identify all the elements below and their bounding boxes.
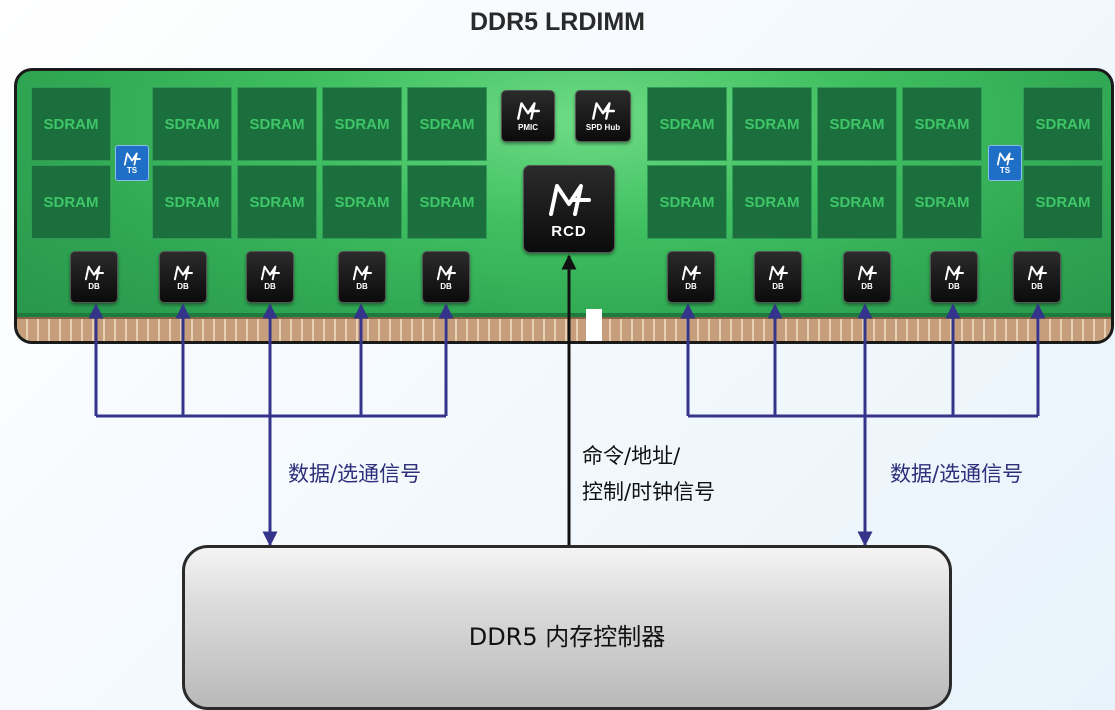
montage-logo-icon	[944, 265, 964, 280]
diagram-title: DDR5 LRDIMM	[470, 8, 645, 36]
db-label: DB	[861, 281, 873, 291]
pcb-stripe	[17, 313, 1111, 319]
db-label: DB	[177, 281, 189, 291]
sdram-chip: SDRAM	[817, 165, 897, 239]
montage-logo-icon	[857, 265, 877, 280]
sdram-chip: SDRAM	[322, 165, 402, 239]
db-chip: DB	[338, 251, 386, 303]
db-chip: DB	[70, 251, 118, 303]
ts-label: TS	[126, 166, 138, 175]
montage-logo-icon	[996, 152, 1014, 166]
montage-logo-icon	[768, 265, 788, 280]
data-strobe-label-right: 数据/选通信号	[890, 462, 1024, 486]
db-label: DB	[1031, 281, 1043, 291]
db-label: DB	[88, 281, 100, 291]
db-label: DB	[440, 281, 452, 291]
montage-logo-icon	[173, 265, 193, 280]
montage-logo-icon	[260, 265, 280, 280]
montage-logo-icon	[352, 265, 372, 280]
montage-logo-icon	[436, 265, 456, 280]
montage-logo-icon	[1027, 265, 1047, 280]
data-bus-right	[680, 303, 1046, 547]
sdram-chip: SDRAM	[817, 87, 897, 161]
montage-logo-icon	[549, 183, 591, 216]
spd-hub-label: SPD Hub	[585, 123, 621, 132]
module-notch	[586, 309, 602, 341]
db-label: DB	[948, 281, 960, 291]
db-chip: DB	[843, 251, 891, 303]
sdram-chip: SDRAM	[647, 87, 727, 161]
db-label: DB	[356, 281, 368, 291]
rcd-label: RCD	[551, 222, 587, 240]
db-chip: DB	[667, 251, 715, 303]
ts-chip: TS	[115, 145, 149, 181]
cmd-label-line2: 控制/时钟信号	[582, 480, 716, 504]
ts-label: TS	[999, 166, 1011, 175]
sdram-chip: SDRAM	[31, 165, 111, 239]
lrdimm-module: SDRAM SDRAM SDRAM SDRAM SDRAM SDRAM SDRA…	[14, 68, 1114, 344]
spd-hub-chip: SPD Hub	[575, 90, 631, 142]
db-chip: DB	[1013, 251, 1061, 303]
db-label: DB	[264, 281, 276, 291]
sdram-chip: SDRAM	[1023, 87, 1103, 161]
montage-logo-icon	[681, 265, 701, 280]
db-label: DB	[685, 281, 697, 291]
sdram-chip: SDRAM	[1023, 165, 1103, 239]
controller-label: DDR5 内存控制器	[468, 623, 666, 651]
db-chip: DB	[422, 251, 470, 303]
sdram-chip: SDRAM	[237, 87, 317, 161]
sdram-chip: SDRAM	[322, 87, 402, 161]
sdram-chip: SDRAM	[152, 165, 232, 239]
sdram-chip: SDRAM	[407, 165, 487, 239]
cmd-label-line1: 命令/地址/	[582, 444, 681, 468]
data-strobe-label-left: 数据/选通信号	[288, 462, 422, 486]
sdram-chip: SDRAM	[31, 87, 111, 161]
sdram-chip: SDRAM	[152, 87, 232, 161]
gold-fingers	[17, 317, 1111, 341]
data-bus-left	[88, 303, 454, 547]
sdram-chip: SDRAM	[647, 165, 727, 239]
montage-logo-icon	[84, 265, 104, 280]
db-chip: DB	[754, 251, 802, 303]
db-chip: DB	[930, 251, 978, 303]
sdram-chip: SDRAM	[732, 165, 812, 239]
memory-controller: DDR5 内存控制器	[182, 545, 952, 710]
montage-logo-icon	[592, 102, 616, 120]
sdram-chip: SDRAM	[902, 165, 982, 239]
sdram-chip: SDRAM	[732, 87, 812, 161]
cmd-address-label: 命令/地址/ 控制/时钟信号	[582, 438, 715, 510]
db-chip: DB	[246, 251, 294, 303]
db-label: DB	[772, 281, 784, 291]
pmic-chip: PMIC	[501, 90, 555, 142]
montage-logo-icon	[123, 152, 141, 166]
montage-logo-icon	[517, 102, 541, 120]
ts-chip: TS	[988, 145, 1022, 181]
sdram-chip: SDRAM	[902, 87, 982, 161]
rcd-chip: RCD	[523, 165, 615, 253]
sdram-chip: SDRAM	[237, 165, 317, 239]
db-chip: DB	[159, 251, 207, 303]
pmic-label: PMIC	[518, 123, 538, 132]
sdram-chip: SDRAM	[407, 87, 487, 161]
